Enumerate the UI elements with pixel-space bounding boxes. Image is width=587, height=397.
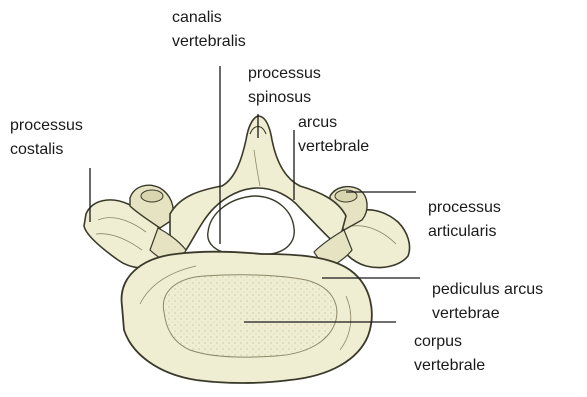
label-spinosus-line1: processus — [248, 62, 321, 86]
canalis-vertebralis-shape — [208, 196, 295, 254]
label-corpus-line2: vertebrale — [414, 354, 485, 378]
label-processus-costalis: processus costalis — [10, 114, 83, 162]
label-arcus-vertebrale: arcus vertebrale — [298, 111, 369, 159]
label-canalis-line2: vertebralis — [172, 30, 246, 54]
label-arcus-line1: arcus — [298, 111, 369, 135]
label-processus-articularis: processus articularis — [428, 196, 501, 244]
label-spinosus-line2: spinosus — [248, 86, 321, 110]
label-pediculus-line1: pediculus arcus — [432, 278, 543, 302]
label-costalis-line2: costalis — [10, 138, 83, 162]
label-pediculus-arcus-vertebrae: pediculus arcus vertebrae — [432, 278, 543, 326]
label-corpus-line1: corpus — [414, 330, 485, 354]
label-canalis-vertebralis: canalis vertebralis — [172, 6, 246, 54]
label-articularis-line2: articularis — [428, 220, 501, 244]
label-costalis-line1: processus — [10, 114, 83, 138]
label-processus-spinosus: processus spinosus — [248, 62, 321, 110]
label-pediculus-line2: vertebrae — [432, 302, 543, 326]
label-arcus-line2: vertebrale — [298, 135, 369, 159]
corpus-spongiosa-shape — [163, 275, 336, 357]
label-articularis-line1: processus — [428, 196, 501, 220]
label-canalis-line1: canalis — [172, 6, 246, 30]
label-corpus-vertebrale: corpus vertebrale — [414, 330, 485, 378]
